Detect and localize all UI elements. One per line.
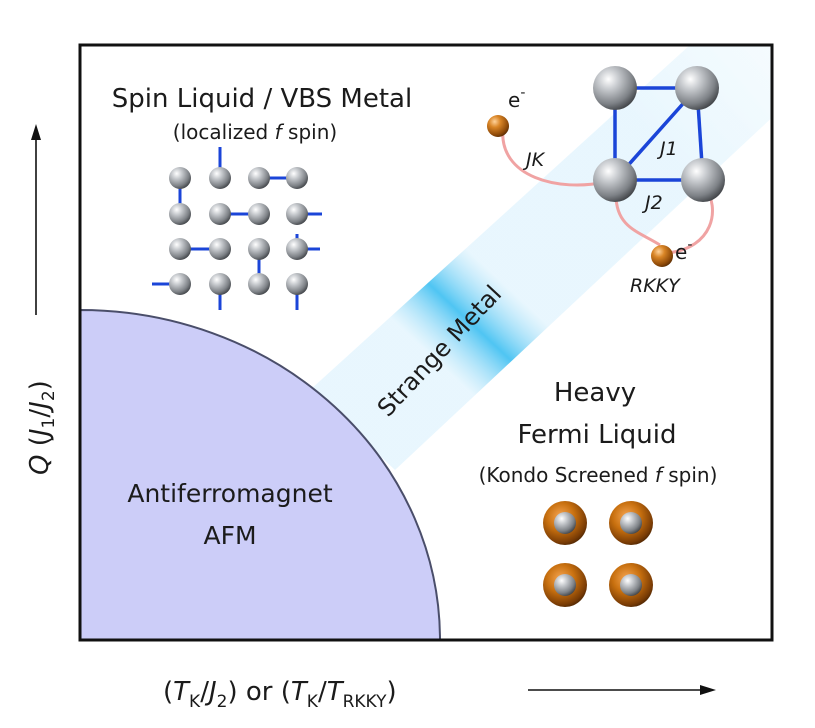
spin-atom: [681, 158, 725, 202]
spin-atom: [593, 158, 637, 202]
heavy-fermi-subtitle: (Kondo Screened f spin): [479, 463, 718, 487]
spin-atom: [286, 167, 308, 189]
strange-metal-beam-fade: [310, 45, 772, 470]
electron-bottom: [651, 245, 673, 267]
spin-atom: [169, 167, 191, 189]
y-axis-arrow: [31, 124, 41, 315]
x-axis-arrow: [528, 685, 716, 695]
spin-atom: [286, 203, 308, 225]
y-axis-label: Q (J1/J2): [25, 380, 59, 475]
spin-liquid-title: Spin Liquid / VBS Metal: [112, 84, 412, 114]
heavy-fermi-line2: Fermi Liquid: [518, 420, 677, 450]
spin-liquid-subtitle: (localized f spin): [173, 120, 337, 144]
afm-line1: Antiferromagnet: [127, 479, 333, 508]
afm-region: [80, 308, 442, 640]
spin-atom: [554, 512, 576, 534]
exchange-inset: e- e- JK J1 J2 RKKY: [487, 66, 725, 297]
spin-atom: [169, 238, 191, 260]
spin-atom: [620, 512, 642, 534]
spin-atom: [554, 574, 576, 596]
electron-top-label: e-: [508, 85, 525, 112]
spin-atom: [209, 203, 231, 225]
spin-atom: [169, 203, 191, 225]
rkky-label: RKKY: [630, 275, 681, 297]
afm-line2: AFM: [203, 521, 256, 550]
spin-atom: [286, 238, 308, 260]
spin-atom: [248, 203, 270, 225]
spin-atom: [286, 273, 308, 295]
spin-atom: [593, 66, 637, 110]
x-axis-label: (TK/J2) or (TK/TRKKY): [163, 677, 397, 712]
spin-atom: [169, 273, 191, 295]
kondo-screened-atoms: [543, 501, 653, 607]
jk-label: JK: [522, 149, 546, 171]
spin-atom: [209, 273, 231, 295]
spin-atom: [675, 66, 719, 110]
plot-frame: [78, 43, 774, 642]
spin-atom: [209, 167, 231, 189]
spin-atom: [248, 273, 270, 295]
vbs-lattice: [152, 147, 322, 310]
spin-atom: [209, 238, 231, 260]
spin-atom: [248, 238, 270, 260]
heavy-fermi-line1: Heavy: [554, 378, 636, 408]
electron-bottom-label: e-: [675, 237, 692, 264]
spin-atom: [248, 167, 270, 189]
jk-coupling: [501, 127, 606, 187]
spin-atom: [620, 574, 642, 596]
j1-label: J1: [656, 138, 678, 160]
electron-top: [487, 115, 509, 137]
j2-label: J2: [641, 192, 663, 214]
